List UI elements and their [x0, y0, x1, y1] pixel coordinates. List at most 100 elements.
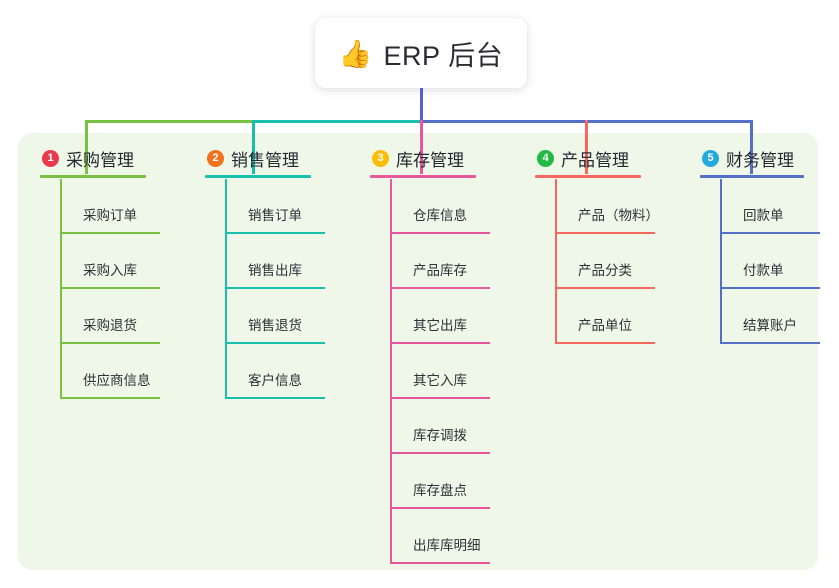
- branch-underline: [700, 175, 804, 178]
- branch-item-underline: [390, 397, 490, 399]
- branch-item-underline: [555, 287, 655, 289]
- branch-item-label: 出库库明细: [413, 538, 481, 553]
- branch-item-label: 客户信息: [248, 373, 302, 388]
- branch-item-underline: [720, 342, 820, 344]
- branch-item[interactable]: 产品单位: [555, 289, 655, 344]
- branch-item-underline: [720, 287, 820, 289]
- branch-item[interactable]: 产品分类: [555, 234, 655, 289]
- branch-item[interactable]: 结算账户: [720, 289, 820, 344]
- branch-item[interactable]: 销售订单: [225, 179, 325, 234]
- branch-spine: [60, 179, 62, 399]
- branch-header-5[interactable]: 5 财务管理: [700, 146, 794, 170]
- branch-item-label: 付款单: [743, 263, 784, 278]
- branch-item-label: 采购订单: [83, 208, 137, 223]
- branch-number-badge: 5: [702, 149, 719, 167]
- branch-item[interactable]: 销售退货: [225, 289, 325, 344]
- branch-underline: [370, 175, 476, 178]
- branch-item[interactable]: 销售出库: [225, 234, 325, 289]
- drop-stub-1: [85, 120, 88, 174]
- drop-stub-3: [420, 120, 423, 174]
- branch-title: 产品管理: [561, 150, 629, 170]
- branch-spine: [390, 179, 392, 564]
- branch-item[interactable]: 产品库存: [390, 234, 490, 289]
- branch-spine: [555, 179, 557, 344]
- branch-underline: [535, 175, 641, 178]
- branch-item-underline: [60, 232, 160, 234]
- branch-item-underline: [555, 232, 655, 234]
- branch-item-label: 产品单位: [578, 318, 632, 333]
- branch-item-label: 销售退货: [248, 318, 302, 333]
- branch-number-badge: 3: [372, 149, 389, 167]
- branch-underline: [40, 175, 146, 178]
- branch-number-badge: 1: [42, 149, 59, 167]
- branch-item-underline: [390, 507, 490, 509]
- branch-item[interactable]: 采购订单: [60, 179, 160, 234]
- branch-column-5: 5 财务管理回款单付款单结算账户: [700, 146, 820, 344]
- branch-number-badge: 4: [537, 149, 554, 167]
- branch-item[interactable]: 供应商信息: [60, 344, 160, 399]
- branch-item[interactable]: 回款单: [720, 179, 820, 234]
- branch-item-underline: [720, 232, 820, 234]
- drop-stub-2: [252, 120, 255, 174]
- bus-segment-1: [85, 120, 252, 123]
- branch-underline: [205, 175, 311, 178]
- branch-item-underline: [60, 397, 160, 399]
- branch-item[interactable]: 其它出库: [390, 289, 490, 344]
- branch-header-3[interactable]: 3 库存管理: [370, 146, 464, 170]
- branch-item-label: 结算账户: [743, 318, 797, 333]
- branch-item[interactable]: 出库库明细: [390, 509, 490, 564]
- branch-item-underline: [390, 232, 490, 234]
- branch-item-label: 采购入库: [83, 263, 137, 278]
- bus-segment-2: [252, 120, 423, 123]
- branch-item[interactable]: 产品（物料）: [555, 179, 659, 234]
- branch-item-underline: [390, 452, 490, 454]
- branch-item-label: 库存调拨: [413, 428, 467, 443]
- branch-header-4[interactable]: 4 产品管理: [535, 146, 629, 170]
- branch-item[interactable]: 采购退货: [60, 289, 160, 344]
- branch-header-2[interactable]: 2 销售管理: [205, 146, 299, 170]
- branch-item[interactable]: 客户信息: [225, 344, 325, 399]
- branch-item-label: 库存盘点: [413, 483, 467, 498]
- branch-column-4: 4 产品管理产品（物料） 产品分类产品单位: [535, 146, 659, 344]
- drop-stub-4: [585, 120, 588, 174]
- root-node[interactable]: 👍 ERP 后台: [315, 18, 527, 88]
- branch-column-3: 3 库存管理仓库信息产品库存其它出库其它入库库存调拨库存盘点出库库明细: [370, 146, 490, 564]
- branch-item[interactable]: 其它入库: [390, 344, 490, 399]
- branch-spine: [720, 179, 722, 344]
- branch-column-2: 2 销售管理销售订单销售出库销售退货客户信息: [205, 146, 325, 399]
- branch-item-underline: [225, 287, 325, 289]
- branch-item-underline: [225, 397, 325, 399]
- branch-item-underline: [60, 342, 160, 344]
- branch-title: 采购管理: [66, 150, 134, 170]
- branch-number-badge: 2: [207, 149, 224, 167]
- branch-item-label: 供应商信息: [83, 373, 151, 388]
- branch-item-underline: [225, 232, 325, 234]
- branch-item[interactable]: 仓库信息: [390, 179, 490, 234]
- branch-item[interactable]: 库存调拨: [390, 399, 490, 454]
- branch-item[interactable]: 采购入库: [60, 234, 160, 289]
- branch-item-label: 产品（物料）: [578, 208, 659, 223]
- branch-item-label: 仓库信息: [413, 208, 467, 223]
- branch-title: 库存管理: [396, 150, 464, 170]
- branch-title: 销售管理: [231, 150, 299, 170]
- branch-item-label: 其它出库: [413, 318, 467, 333]
- branch-spine: [225, 179, 227, 399]
- branch-item-label: 产品分类: [578, 263, 632, 278]
- branch-item-underline: [390, 287, 490, 289]
- branch-header-1[interactable]: 1 采购管理: [40, 146, 134, 170]
- root-stem-line: [420, 88, 423, 123]
- branch-item[interactable]: 付款单: [720, 234, 820, 289]
- branch-title: 财务管理: [726, 150, 794, 170]
- drop-stub-5: [750, 120, 753, 174]
- branch-item-label: 销售出库: [248, 263, 302, 278]
- branch-item-underline: [225, 342, 325, 344]
- root-title: ERP 后台: [383, 40, 504, 71]
- branch-item-label: 其它入库: [413, 373, 467, 388]
- branch-item[interactable]: 库存盘点: [390, 454, 490, 509]
- diagram-panel: [18, 133, 818, 570]
- branch-item-underline: [60, 287, 160, 289]
- branch-column-1: 1 采购管理采购订单采购入库采购退货供应商信息: [40, 146, 160, 399]
- branch-item-label: 销售订单: [248, 208, 302, 223]
- branch-item-label: 采购退货: [83, 318, 137, 333]
